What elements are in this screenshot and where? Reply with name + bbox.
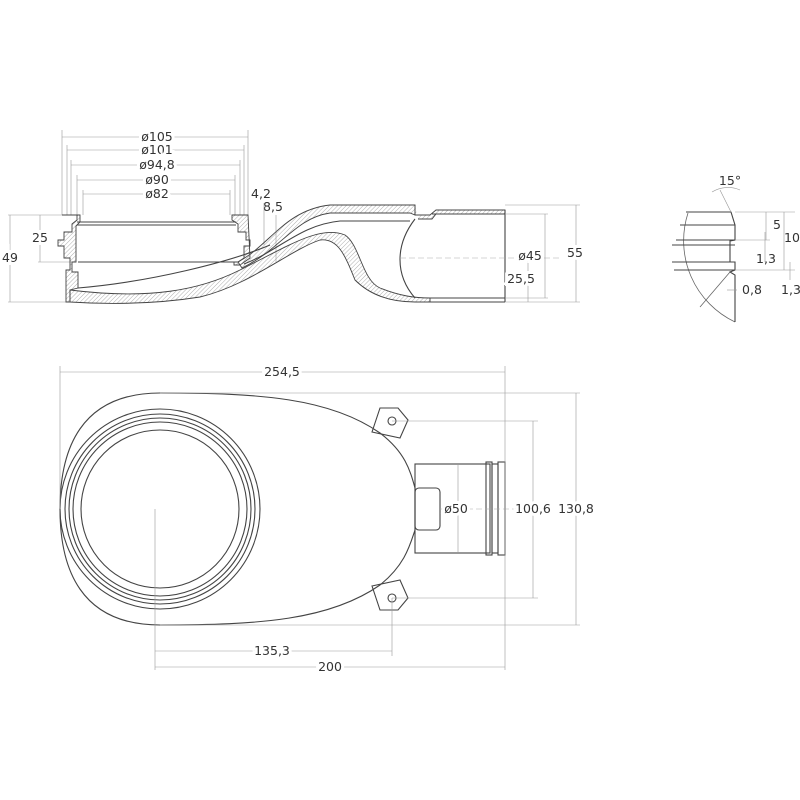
dim-10: 10 [784,230,800,245]
dim-8-5: 8,5 [263,199,283,214]
dim-total-height: 49 [2,250,18,265]
dim-4-2: 4,2 [251,186,271,201]
dim-outlet-diameter: ø45 [518,248,542,263]
dim-flange-height: 25 [32,230,48,245]
dim-d105: ø105 [141,129,173,144]
diameter-dimensions [61,130,249,215]
drain-body-section [57,204,560,304]
dim-outlet-distance: 200 [318,659,342,674]
dim-1-3-a: 1,3 [756,251,776,266]
dim-outlet-height: 55 [567,245,583,260]
plan-view: 254,5 135,3 200 ø50 100,6 130,8 [59,361,597,677]
dim-1-3-b: 1,3 [781,282,800,297]
seal-detail-view: 15° 5 10 1,3 0,8 1,3 [672,173,800,323]
drain-rings [59,408,261,610]
dim-d94-8: ø94,8 [139,157,175,172]
drain-body-outline [59,392,416,626]
dim-angle: 15° [719,173,741,188]
mounting-lug-top [371,407,409,439]
dim-lug-spacing: 100,6 [515,501,551,516]
dim-d82: ø82 [145,186,169,201]
dim-0-8: 0,8 [742,282,762,297]
dim-outlet-axis-height: 25,5 [507,271,535,286]
dim-total-length: 254,5 [264,364,300,379]
mounting-lug-bottom [371,579,409,611]
dim-lug-distance: 135,3 [254,643,290,658]
dim-d101: ø101 [141,142,173,157]
dim-total-width: 130,8 [558,501,594,516]
dim-5: 5 [773,217,781,232]
dim-outlet-diameter-plan: ø50 [444,501,468,516]
dim-d90: ø90 [145,172,169,187]
section-view: ø105 ø101 ø94,8 ø90 ø82 4,2 8,5 25 49 [0,126,586,304]
